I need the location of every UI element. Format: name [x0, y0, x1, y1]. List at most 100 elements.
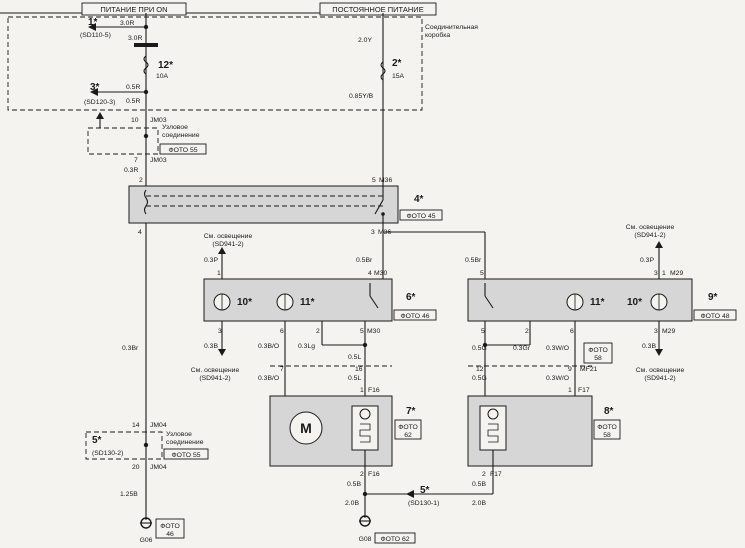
g08: G08: [359, 536, 372, 543]
wire-0-3r: 0.3R: [124, 167, 138, 174]
power-on-tag: [81, 2, 187, 16]
pin-2: 2: [139, 177, 143, 184]
c6-module: [203, 278, 393, 322]
mf21: MF21: [580, 366, 598, 373]
c4-photo-tag: [399, 209, 443, 221]
wire-0-3bo-l: 0.3B/O: [258, 343, 279, 350]
pin-3: 3: [371, 229, 375, 236]
g08-photo-tag: [374, 532, 416, 544]
f17-pin9: 9: [568, 366, 572, 373]
c5b-ref: (SD130-1): [408, 500, 439, 507]
f16b: F16: [368, 471, 380, 478]
wire-2-0b-l: 2.0B: [345, 500, 359, 507]
c8-num: 8*: [604, 406, 614, 417]
m30-pin4: 4: [368, 270, 372, 277]
m36-top: M36: [379, 177, 392, 184]
c11-num-l: 11*: [300, 297, 315, 308]
sd941-bot-r: (SD941-2): [644, 375, 675, 382]
wire-0-3gr: 0.3Gr: [513, 345, 531, 352]
wire-0-3br: 0.3Br: [122, 345, 139, 352]
jm04-pin14: 14: [132, 422, 140, 429]
sd941-top-r: (SD941-2): [634, 232, 665, 239]
wire-0-5b-r: 0.5B: [472, 481, 486, 488]
busbar: [134, 43, 158, 47]
c1-splice: [143, 24, 149, 30]
m30-pin2: 2: [316, 328, 320, 335]
c9-photo: ФОТО 48: [700, 313, 729, 320]
f16-pin1: 1: [360, 387, 364, 394]
ref-arrow-br: [655, 349, 663, 356]
power-on-label: ПИТАНИЕ ПРИ ON: [100, 5, 167, 14]
c5a-ref: (SD130-2): [92, 450, 123, 457]
c4-module: [128, 185, 399, 224]
c7-logo: [289, 411, 323, 445]
c10-num-r: 10*: [627, 297, 642, 308]
ref-arrow-tr: [655, 241, 663, 248]
jm03-photo-tag: [159, 143, 207, 155]
wire-2-0b-r: 2.0B: [472, 500, 486, 507]
f16-pin7: 7: [280, 366, 284, 373]
c5b-num: 5*: [420, 485, 430, 496]
wire-0-5l2: 0.5L: [348, 375, 361, 382]
wire-0-3bo-l2: 0.3B/O: [258, 375, 279, 382]
junction-box-label-1: Соединительная: [425, 24, 478, 31]
c1-ref: (SD110-5): [80, 32, 111, 39]
see-lighting-top-l: См. освещение: [204, 233, 253, 240]
wire-0-3b-r: 0.3B: [642, 343, 656, 350]
jm04-top: JM04: [150, 422, 167, 429]
m29-pin3b: 3: [654, 328, 658, 335]
c7-photo-tag: [394, 419, 422, 440]
m30-pin3: 3: [218, 328, 222, 335]
jm03-label-1: Узловое: [162, 124, 188, 131]
jm04-bot: JM04: [150, 464, 167, 471]
c7-photo-2: 62: [404, 432, 412, 439]
m29-pin6: 6: [570, 328, 574, 335]
c4-switch: [374, 199, 384, 215]
m29-pin5b: 5: [481, 328, 485, 335]
c6-switch: [369, 295, 379, 309]
wire-0-3wo2: 0.3W/O: [546, 375, 569, 382]
m29: M29: [670, 270, 683, 277]
c8-sensor: [487, 408, 499, 420]
c8-photo-1: ФОТО: [597, 424, 617, 431]
see-lighting-bot-l: См. освещение: [191, 367, 240, 374]
c12-num: 12*: [158, 60, 173, 71]
m30-pin1: 1: [217, 270, 221, 277]
jm03-top: JM03: [150, 117, 167, 124]
f17-pin12: 12: [476, 366, 484, 373]
c7-logo-mark: M: [300, 420, 312, 436]
wire-0-5r-b: 0.5R: [126, 98, 140, 105]
c4-photo: ФОТО 45: [406, 213, 435, 220]
c1-num: 1*: [88, 17, 98, 28]
pin-5: 5: [372, 177, 376, 184]
ref-arrow-tl: [218, 247, 226, 254]
mf21-photo-2: 58: [594, 355, 602, 362]
ref-arrow-bl: [218, 349, 226, 356]
c5a-photo: ФОТО 55: [171, 452, 200, 459]
c1-arrow: [88, 23, 96, 31]
fuse-2: [380, 61, 386, 81]
c7-sensor: [359, 408, 371, 420]
m30-pin6: 6: [280, 328, 284, 335]
ground-splice: [362, 491, 368, 497]
c3-arrow: [90, 88, 98, 96]
wire-3-0r-a: 3.0R: [120, 20, 134, 27]
wire-0-5g2: 0.5G: [472, 375, 487, 382]
mf21-photo-tag: [583, 342, 613, 364]
c5a-node-box: [85, 431, 163, 460]
c5a-num: 5*: [92, 435, 102, 446]
c6-num: 6*: [406, 292, 416, 303]
m29-pin2: 2: [525, 328, 529, 335]
c7-heater: [351, 405, 379, 451]
f16-pin2: 2: [360, 471, 364, 478]
m29-pin5: 5: [480, 270, 484, 277]
jm03-bot: JM03: [150, 157, 167, 164]
wire-0-3lg: 0.3Lg: [298, 343, 315, 350]
sd941-top-l: (SD941-2): [212, 241, 243, 248]
wire-0-5b-l: 0.5B: [347, 481, 361, 488]
pin-10: 10: [131, 117, 139, 124]
c12-amp: 10A: [156, 73, 169, 80]
junction-box-label-2: коробка: [425, 31, 450, 39]
